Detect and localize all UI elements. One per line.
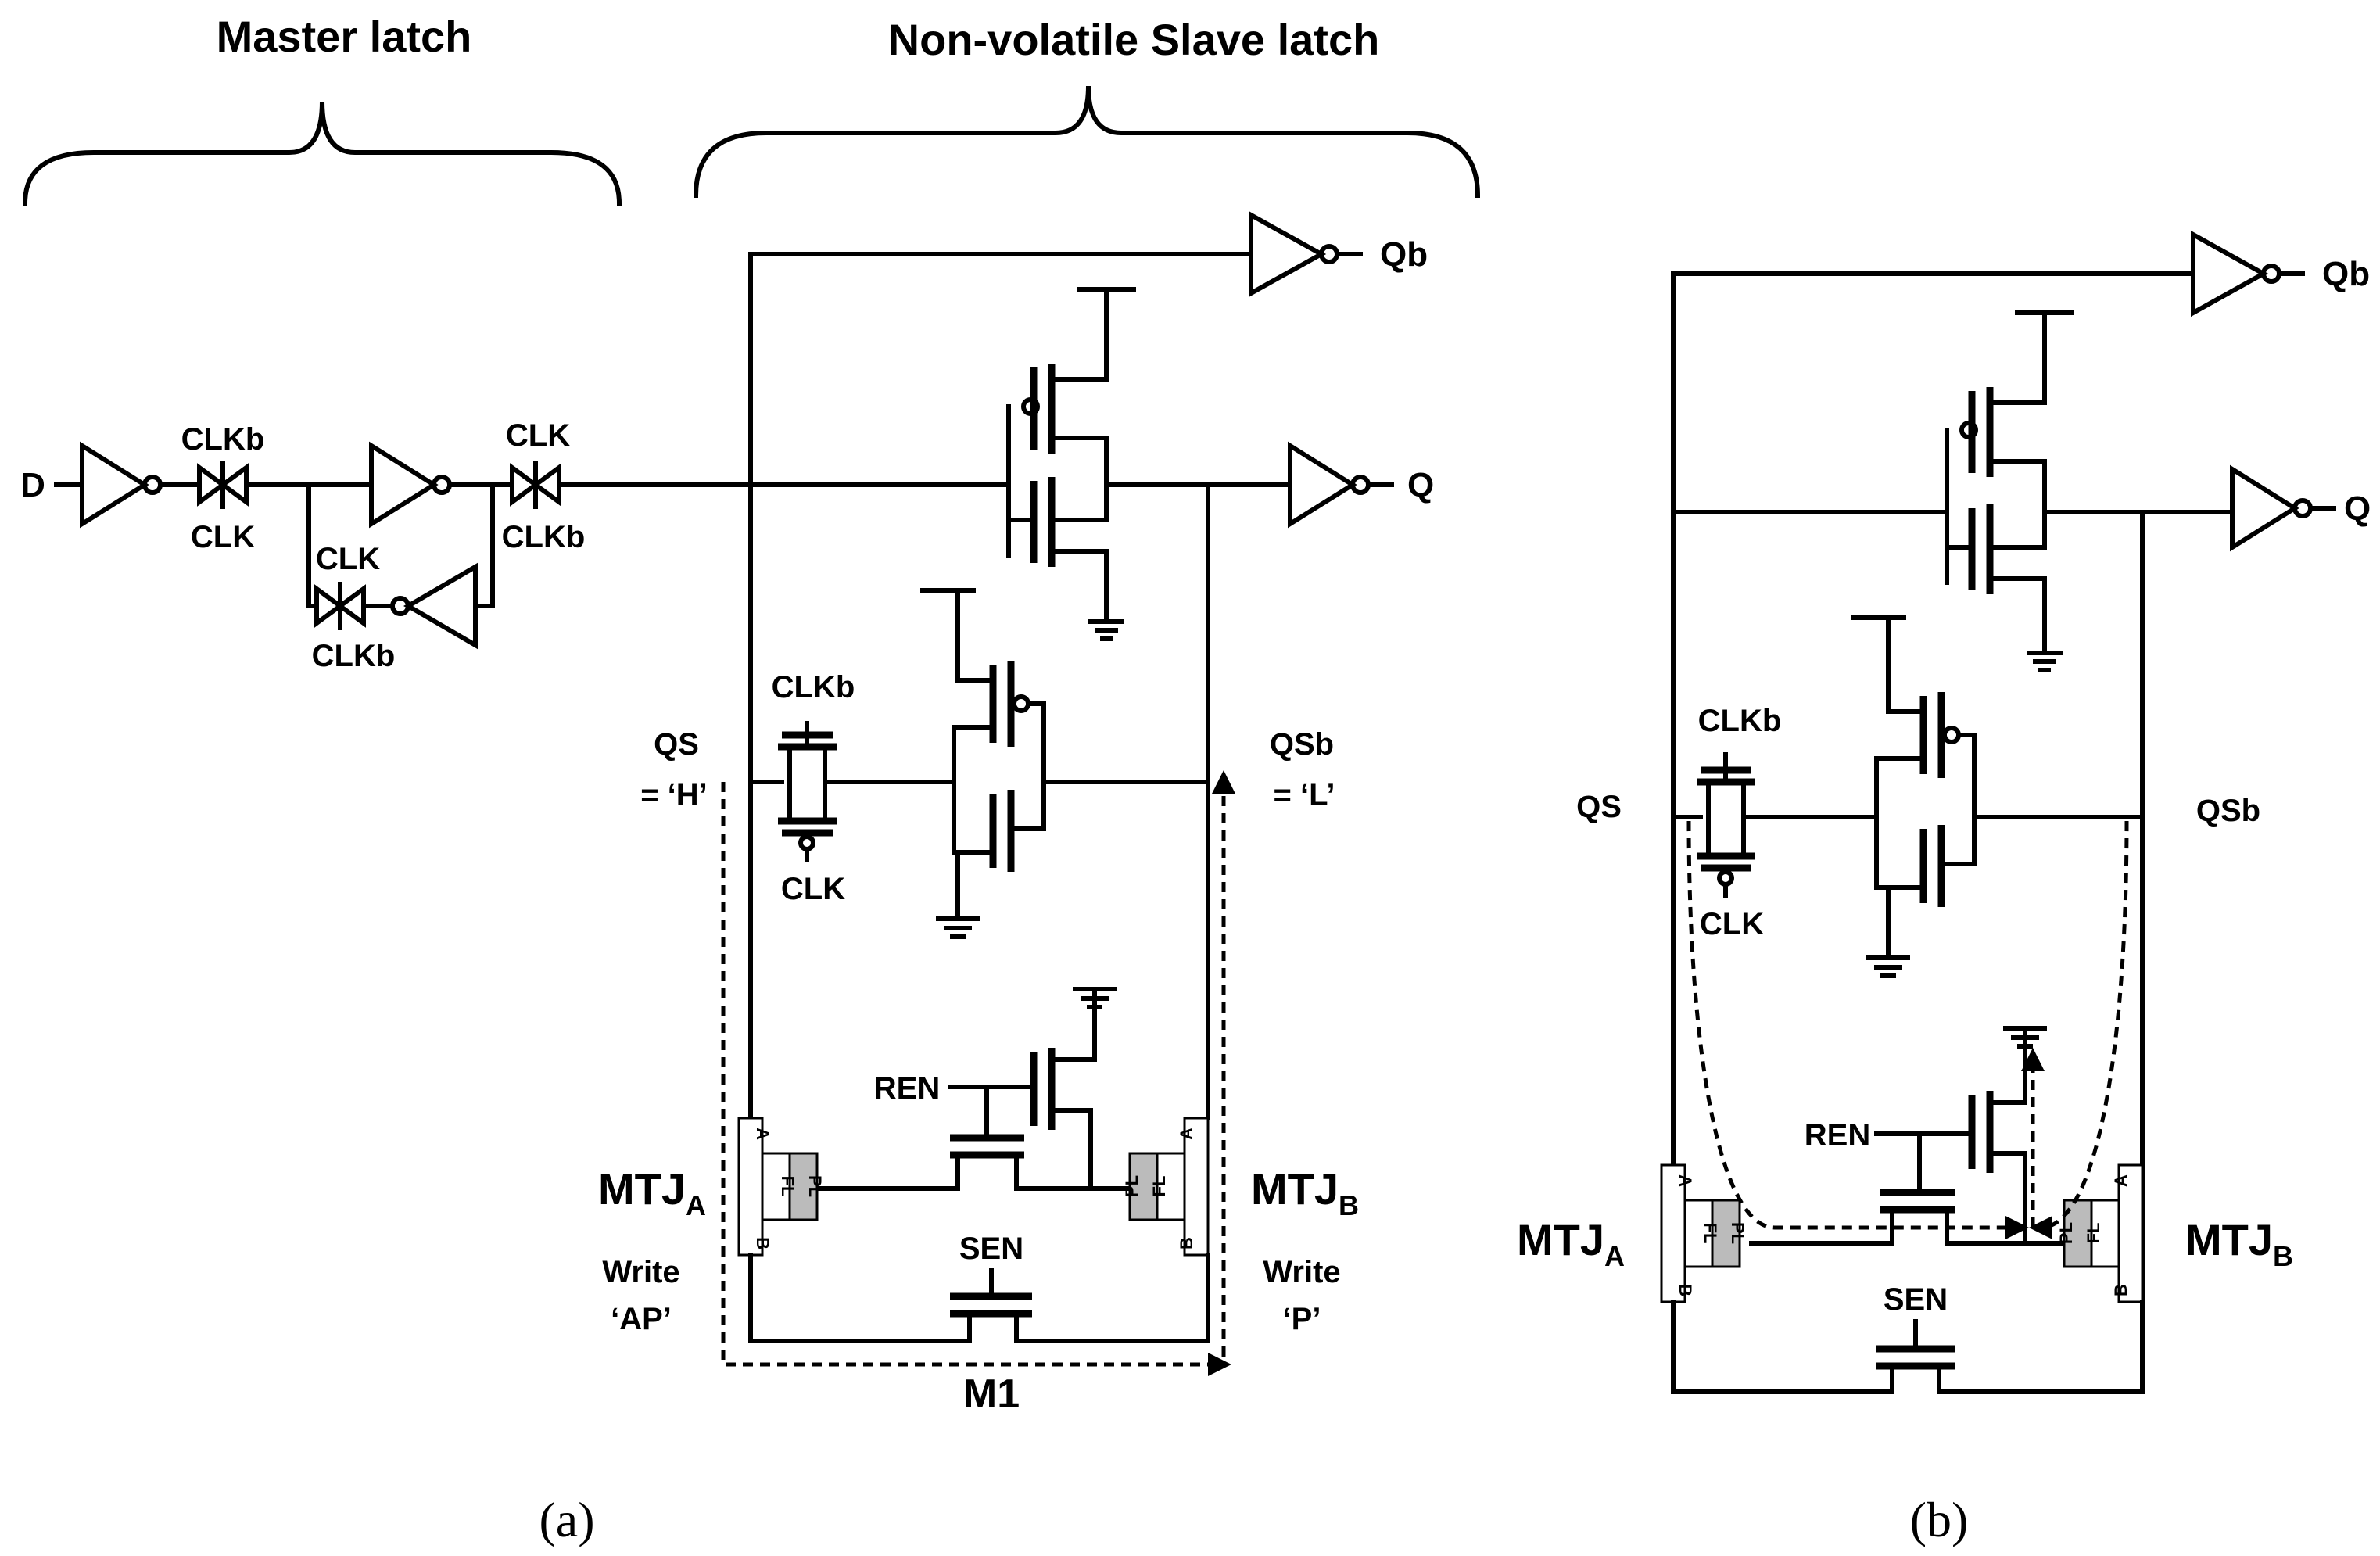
mtj-a-a: A B FL PL <box>737 1117 825 1257</box>
qsb-label-b: QSb <box>2196 794 2260 828</box>
write-right-label-a: Write <box>1263 1255 1340 1289</box>
svg-text:A: A <box>2111 1174 2131 1187</box>
svg-text:A: A <box>1676 1174 1695 1187</box>
svg-text:FL: FL <box>2084 1223 2103 1244</box>
sen-label-a: SEN <box>959 1232 1023 1266</box>
svg-text:B: B <box>1676 1284 1695 1296</box>
qsb-value-a: = ‘L’ <box>1274 778 1335 812</box>
sen-transistor-b <box>1671 1300 2145 1394</box>
mtja-label-a: MTJA <box>598 1164 706 1221</box>
sen-transistor-a <box>748 1253 1210 1343</box>
inverter-q-a <box>1288 441 1371 529</box>
tg2-clk-label: CLK <box>506 418 570 453</box>
inverter-q-b <box>2230 464 2313 552</box>
ren-label-b: REN <box>1805 1118 1870 1153</box>
write-right-value-a: ‘P’ <box>1283 1302 1321 1336</box>
brace-slave <box>693 85 1481 199</box>
qs-label-a: QS <box>654 727 699 762</box>
transmission-gate-1 <box>197 461 249 509</box>
svg-text:FL: FL <box>778 1176 798 1197</box>
clocked-tg-b <box>1671 752 1875 898</box>
read-current-path-left-b <box>1686 820 2029 1239</box>
svg-text:B: B <box>1177 1237 1196 1249</box>
ren-label-a: REN <box>874 1071 940 1106</box>
slave-latch-a: Qb Q <box>598 210 1434 1417</box>
svg-text:A: A <box>1177 1128 1196 1140</box>
write-left-label-a: Write <box>602 1255 679 1289</box>
slave-latch-b: Qb Q <box>1517 230 2371 1394</box>
svg-text:B: B <box>2111 1284 2131 1296</box>
write-left-value-a: ‘AP’ <box>611 1302 672 1336</box>
svg-text:PL: PL <box>2056 1222 2076 1244</box>
mtj-b-a: PL FL A B <box>1122 1117 1210 1257</box>
mtja-label-b: MTJA <box>1517 1215 1625 1272</box>
cmos-inverter-mid-a <box>920 588 1046 939</box>
mtjb-label-a: MTJB <box>1251 1164 1359 1221</box>
input-d-label: D <box>20 466 45 504</box>
cmos-inverter-top-b <box>1671 310 2074 672</box>
qs-value-a: = ‘H’ <box>640 778 708 812</box>
tg2-clkb-label: CLKb <box>502 520 586 554</box>
output-q-label-b: Q <box>2344 489 2371 528</box>
qsb-label-a: QSb <box>1270 727 1334 762</box>
inverter-1 <box>80 441 163 529</box>
tg-clkb-label-b: CLKb <box>1698 704 1782 738</box>
mtjb-label-b: MTJB <box>2185 1215 2293 1272</box>
tg-clk-label-b: CLK <box>1700 907 1764 941</box>
title-slave-latch: Non-volatile Slave latch <box>888 15 1380 64</box>
tg3-clk-label: CLK <box>316 542 380 576</box>
svg-text:PL: PL <box>1122 1175 1142 1197</box>
output-qb-label-b: Qb <box>2322 255 2370 293</box>
svg-text:FL: FL <box>1149 1176 1169 1197</box>
caption-b: (b) <box>1910 1492 1969 1547</box>
transmission-gate-3 <box>314 582 366 630</box>
output-qb-label-a: Qb <box>1380 235 1428 274</box>
svg-text:PL: PL <box>1728 1222 1747 1244</box>
mtj-b-b: PL FL A B <box>2056 1163 2144 1303</box>
caption-a: (a) <box>539 1492 594 1547</box>
tg1-clkb-label: CLKb <box>181 422 265 457</box>
ren-transistor-b <box>1749 1026 2066 1246</box>
qs-label-b: QS <box>1576 790 1622 824</box>
brace-master <box>22 101 622 206</box>
sen-label-b: SEN <box>1884 1282 1948 1317</box>
inverter-qb-a <box>1249 210 1339 298</box>
inverter-qb-b <box>2191 230 2281 317</box>
tg1-clk-label: CLK <box>191 520 255 554</box>
output-q-label-a: Q <box>1407 466 1434 504</box>
m1-label-a: M1 <box>963 1371 1020 1417</box>
transmission-gate-2 <box>510 461 561 509</box>
clocked-tg-a <box>748 721 944 862</box>
tg-clkb-label-a: CLKb <box>772 670 855 705</box>
master-latch: D CLKb CLK CLK CLKb <box>20 418 753 673</box>
write-current-path-a <box>721 782 1231 1376</box>
inverter-feedback <box>390 562 478 650</box>
read-current-path-right-b <box>2029 820 2129 1239</box>
tg3-clkb-label: CLKb <box>312 639 396 673</box>
svg-text:PL: PL <box>805 1175 825 1197</box>
svg-text:B: B <box>753 1237 772 1249</box>
svg-text:FL: FL <box>1701 1223 1720 1244</box>
cmos-inverter-top-a <box>1006 287 1136 641</box>
title-master-latch: Master latch <box>217 12 472 61</box>
inverter-2 <box>369 441 452 529</box>
svg-text:A: A <box>753 1128 772 1140</box>
tg-clk-label-a: CLK <box>781 872 845 906</box>
ren-transistor-a <box>811 987 1132 1191</box>
cmos-inverter-mid-b <box>1851 615 1977 978</box>
